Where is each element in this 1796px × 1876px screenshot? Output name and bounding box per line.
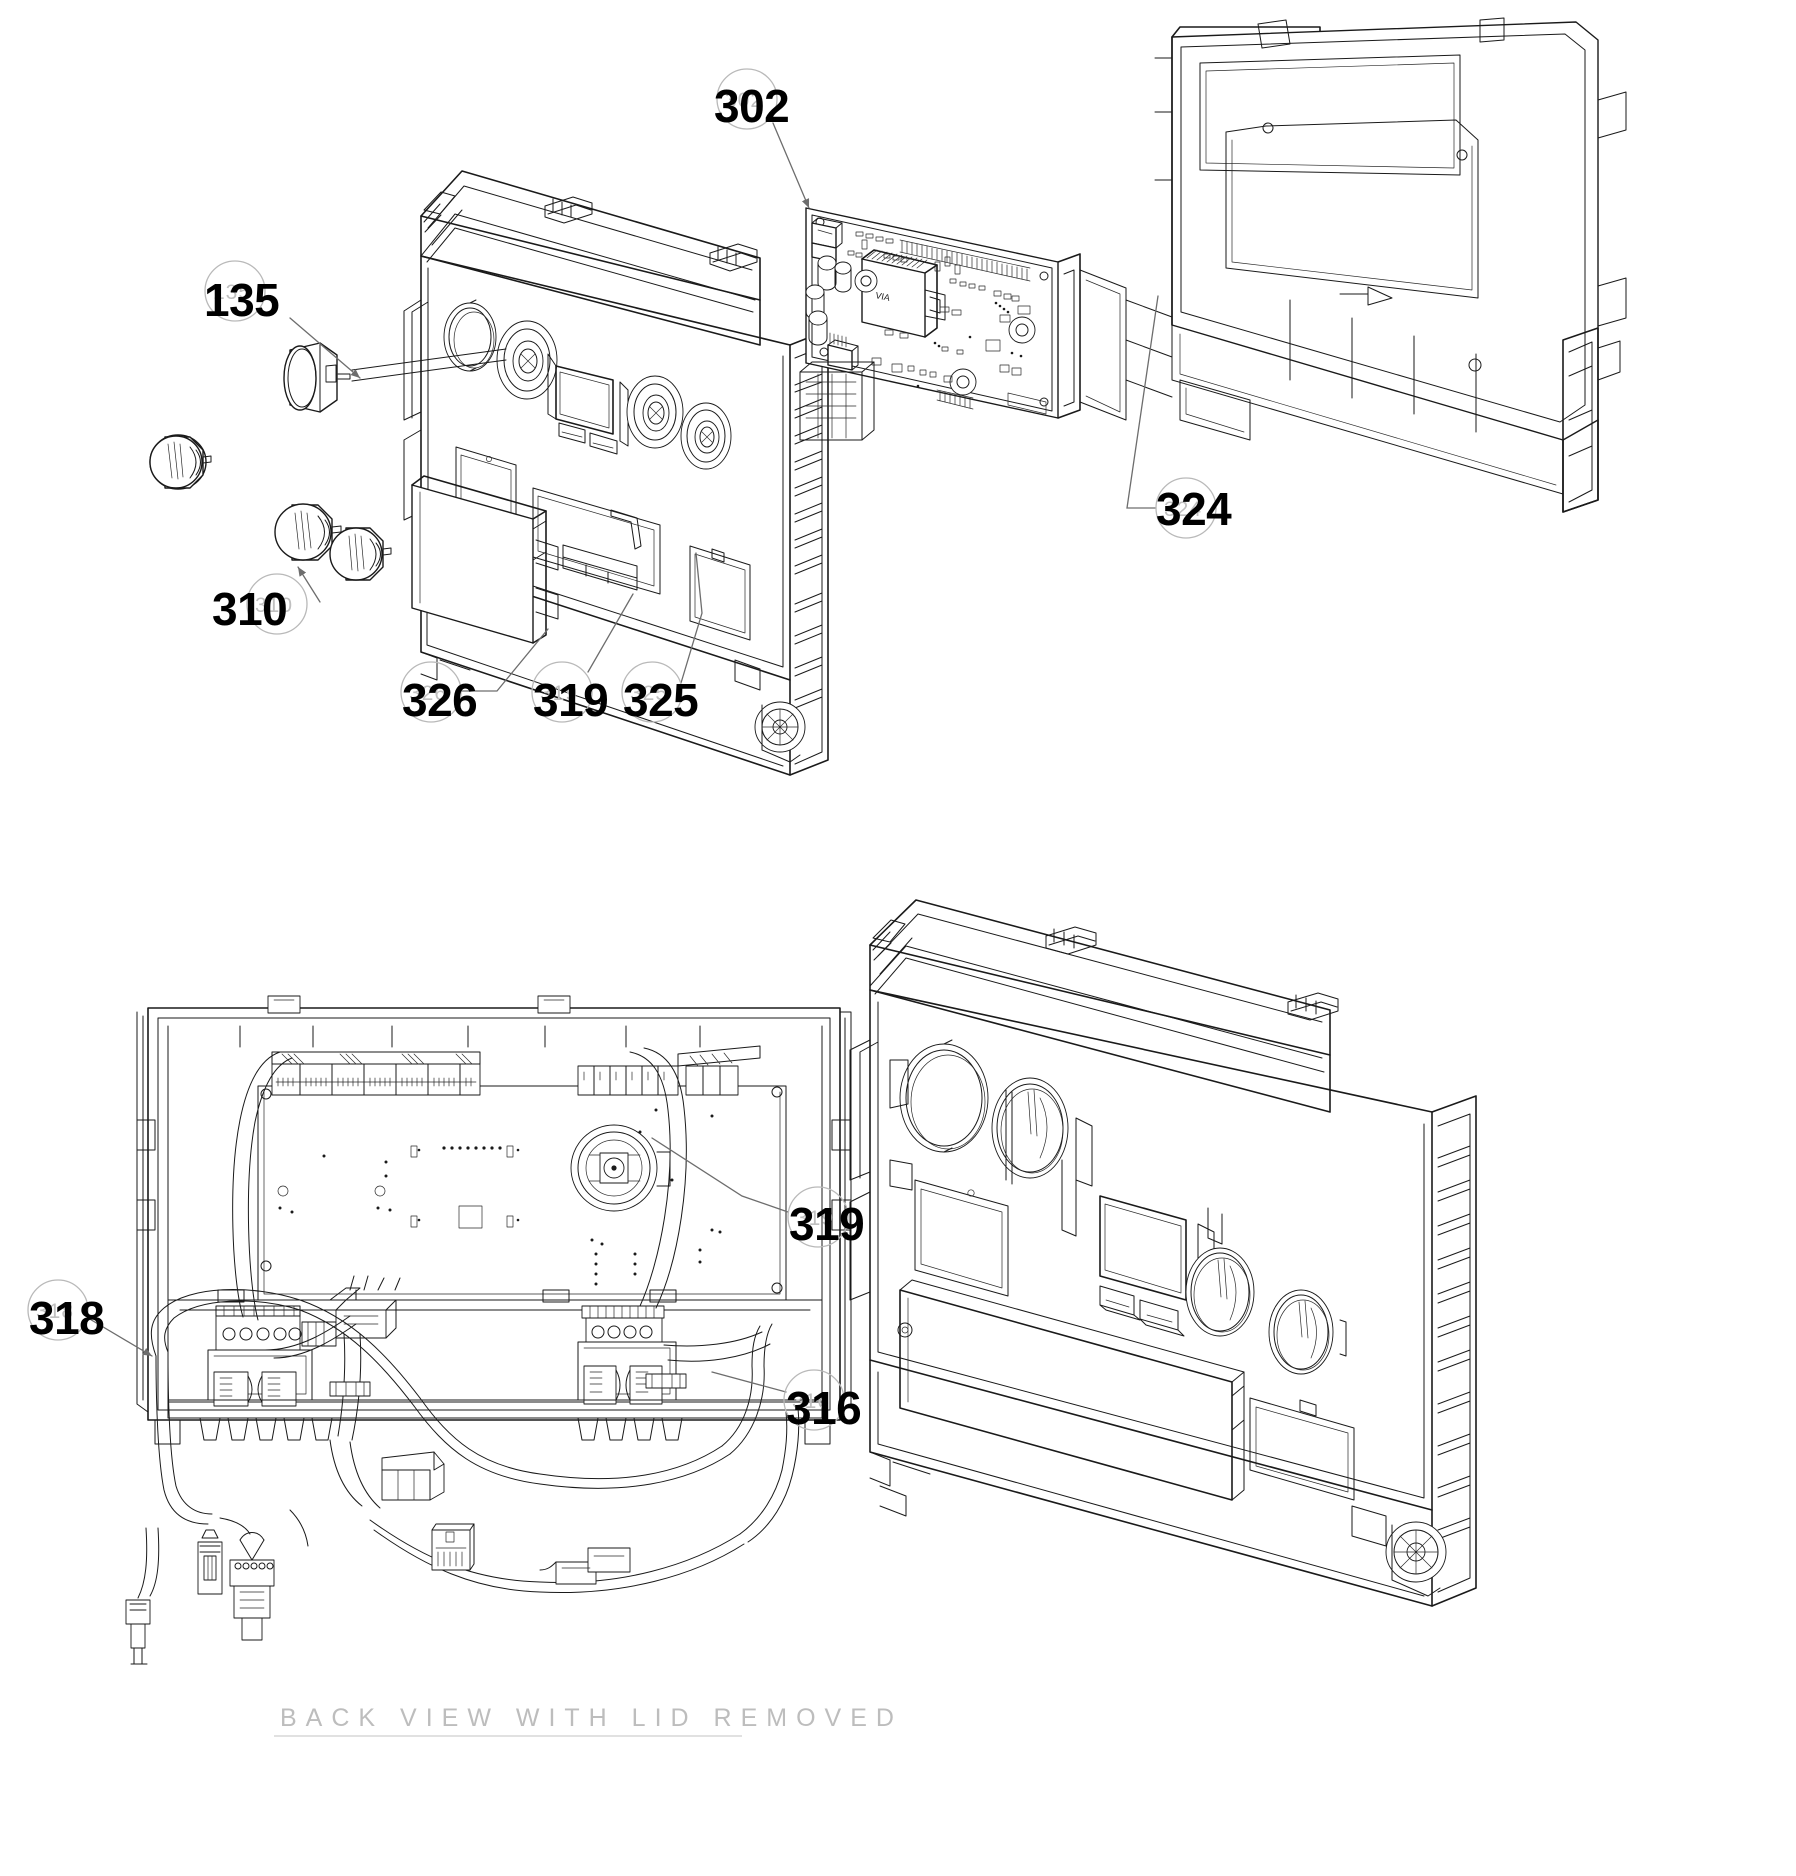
callout-number-310[interactable]: 310 <box>212 583 288 635</box>
leader-325 <box>680 552 703 684</box>
console-back-view-assembly <box>136 995 852 1445</box>
callout-number-325[interactable]: 325 <box>623 674 699 726</box>
leader-319-bottom <box>651 1137 789 1213</box>
console-front-view-assembly <box>849 899 1477 1607</box>
callout-numbers: 135 310 326 319 325 302 324 319 318 316 <box>29 80 1233 1434</box>
leader-326 <box>460 628 549 692</box>
callout-leader-lines <box>87 122 1159 1393</box>
balloon-number-316: 316 <box>792 1390 830 1413</box>
callout-balloons: 135 310 326 319 325 302 324 319 <box>27 68 1217 1431</box>
callout-number-318[interactable]: 318 <box>29 1292 105 1344</box>
balloon-number-319-top: 319 <box>540 682 578 705</box>
leader-316 <box>711 1371 787 1393</box>
balloon-324: 324 <box>1155 477 1217 539</box>
callout-number-302[interactable]: 302 <box>714 80 790 132</box>
leader-318 <box>87 1317 153 1357</box>
view-caption-group: BACK VIEW WITH LID REMOVED <box>274 1704 903 1737</box>
leader-310 <box>297 566 321 603</box>
balloon-302: 302 <box>716 68 778 130</box>
knob-small-1 <box>149 434 212 490</box>
knob-large-detached <box>283 342 351 413</box>
balloon-number-325: 325 <box>630 682 668 705</box>
balloon-135: 135 <box>204 260 266 322</box>
console-rear-cover <box>1154 17 1627 513</box>
balloon-316: 316 <box>783 1369 845 1431</box>
leader-324 <box>1126 295 1159 509</box>
balloon-319-top: 319 <box>531 661 593 723</box>
callout-number-326[interactable]: 326 <box>402 674 478 726</box>
callout-number-135[interactable]: 135 <box>204 274 280 326</box>
balloon-number-318: 318 <box>36 1300 74 1323</box>
balloon-319-bottom: 319 <box>787 1186 849 1248</box>
callout-number-316[interactable]: 316 <box>786 1382 862 1434</box>
balloon-number-135: 135 <box>213 281 251 304</box>
balloon-318: 318 <box>27 1279 89 1341</box>
leader-135 <box>289 317 361 379</box>
pcb-main: VIA <box>805 207 1059 419</box>
back-view-caption: BACK VIEW WITH LID REMOVED <box>280 1704 903 1732</box>
wire-harness-316 <box>150 1289 800 1641</box>
pcb-chip-label: VIA <box>875 290 891 303</box>
callout-number-324[interactable]: 324 <box>1156 483 1233 535</box>
balloon-number-319-bottom: 319 <box>796 1207 834 1230</box>
leader-302 <box>772 122 810 209</box>
console-center-bracket <box>1057 253 1173 421</box>
balloon-326: 326 <box>400 661 462 723</box>
knob-small-3 <box>329 527 392 581</box>
callout-number-319-bottom[interactable]: 319 <box>789 1198 865 1250</box>
console-rib-web <box>799 361 875 441</box>
console-front-panel-exploded <box>351 170 829 776</box>
balloon-310: 310 <box>246 573 308 635</box>
balloon-number-324: 324 <box>1164 498 1202 521</box>
balloon-number-310: 310 <box>255 594 293 617</box>
power-cord-318 <box>125 1527 160 1665</box>
callout-number-319-top[interactable]: 319 <box>533 674 609 726</box>
balloon-325: 325 <box>621 661 683 723</box>
leader-319-top <box>587 593 634 673</box>
balloon-number-302: 302 <box>725 89 763 112</box>
balloon-number-326: 326 <box>409 682 447 705</box>
knob-small-2 <box>274 503 342 561</box>
